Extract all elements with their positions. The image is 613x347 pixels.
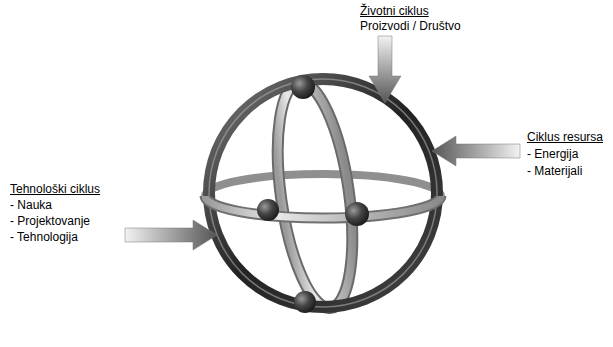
- subheading-label: Proizvodi / Društvo: [360, 19, 461, 34]
- joint-ball: [345, 202, 369, 226]
- block-arrow: [432, 136, 520, 166]
- meridian-ring-body: [265, 77, 364, 312]
- equator-ring-front: [205, 196, 441, 218]
- heading-label: Životni ciklus: [360, 4, 429, 19]
- outer-ring-highlight: [209, 79, 437, 307]
- heading-label: Tehnološki ciklus: [10, 182, 100, 197]
- equator-ring-back: [205, 174, 441, 196]
- equator-ring-front-edge: [205, 196, 441, 218]
- joint-ball: [294, 291, 316, 313]
- outer-ring: [209, 79, 437, 307]
- meridian-ring: [265, 77, 364, 312]
- list-item-label: - Materijali: [527, 164, 582, 179]
- block-arrow: [369, 36, 401, 103]
- list-item-label: - Tehnologija: [10, 230, 78, 245]
- joint-ball: [291, 75, 315, 99]
- meridian-ring-edge: [265, 77, 364, 312]
- list-item-label: - Projektovanje: [10, 214, 90, 229]
- heading-label: Ciklus resursa: [527, 130, 603, 145]
- list-item-label: - Nauka: [10, 198, 52, 213]
- joint-ball: [257, 199, 279, 221]
- list-item-label: - Energija: [527, 147, 578, 162]
- block-arrow: [125, 220, 217, 250]
